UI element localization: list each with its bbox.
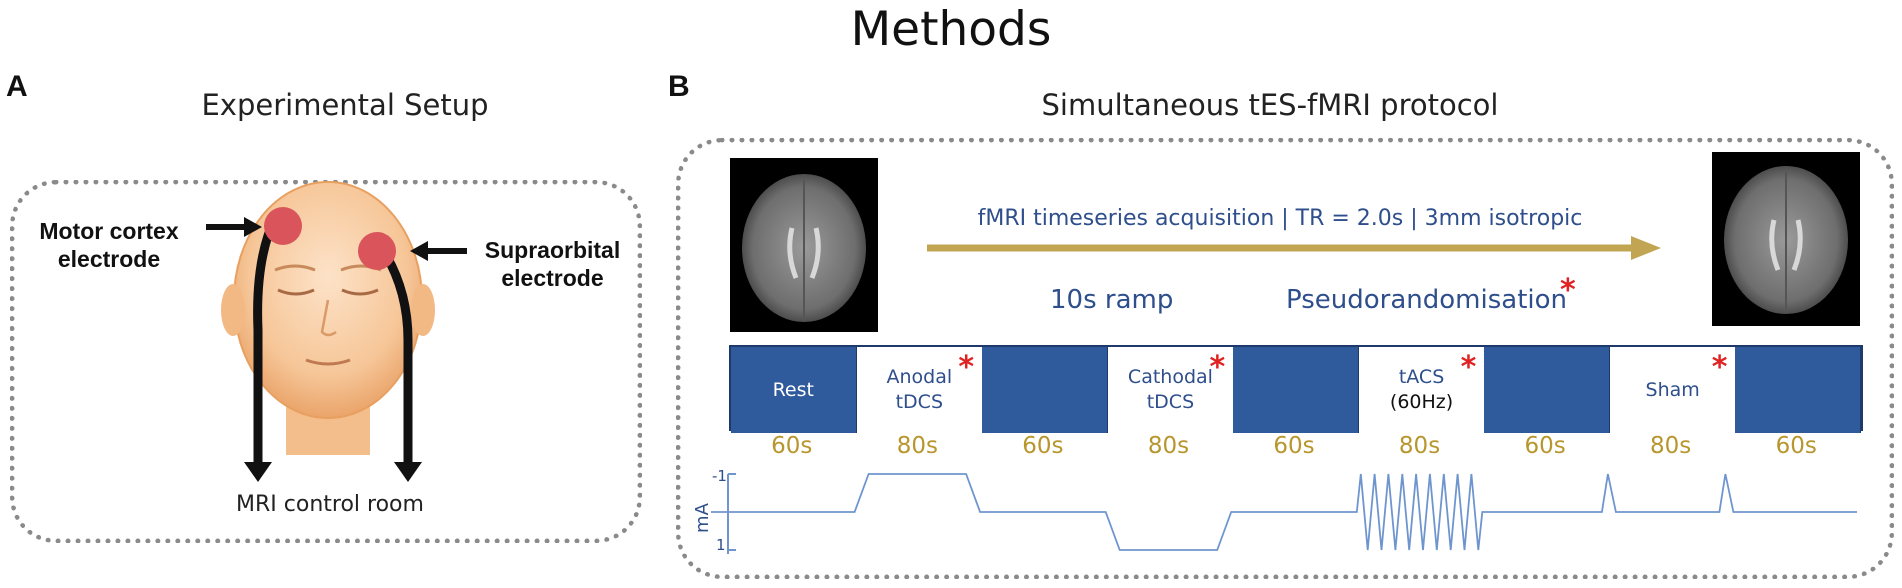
timeline-segment: Anodal tDCS * (856, 347, 983, 433)
segment-label: Anodal tDCS (886, 365, 952, 415)
arrow-left-icon (410, 241, 428, 261)
panel-b-letter: B (668, 70, 690, 103)
timeline-segment (982, 347, 1108, 433)
segment-label-line1: Anodal (886, 366, 953, 388)
segment-label: tACS (60Hz) (1390, 365, 1453, 415)
motor-cortex-electrode (264, 207, 302, 245)
right-ear (411, 284, 435, 336)
left-eye (277, 288, 315, 296)
motor-cortex-label: Motor cortex electrode (39, 218, 179, 272)
arrow-right-icon (244, 217, 262, 237)
ma-axis-label: mA (692, 502, 713, 533)
head-illustration (206, 181, 467, 482)
timeline-segment: tACS (60Hz) * (1358, 347, 1485, 433)
panel-b-title: Simultaneous tES-fMRI protocol (1041, 88, 1499, 122)
mouth (305, 358, 351, 366)
tick-top: -1 (712, 467, 727, 485)
segment-duration: 80s (1398, 433, 1441, 459)
segment-duration: 60s (1022, 433, 1064, 459)
timeline-segment (1735, 347, 1861, 433)
segment-duration: 60s (1273, 433, 1315, 459)
segment-label: Sham (1646, 378, 1700, 403)
panel-a-title: Experimental Setup (201, 88, 489, 122)
supraorbital-label: Supraorbital electrode (484, 237, 621, 291)
brain-image-right (1712, 152, 1860, 326)
timeline-segment: Sham * (1609, 347, 1736, 433)
timeline-segment (1484, 347, 1610, 433)
waveform-line (711, 473, 1857, 551)
segment-star: * (1209, 350, 1226, 385)
supraorbital-electrode (358, 232, 396, 270)
segment-label-line2: tDCS (1146, 391, 1195, 413)
segment-duration: 60s (771, 433, 813, 459)
segment-star: * (1460, 350, 1477, 385)
timeline-segment: Cathodal tDCS * (1107, 347, 1234, 433)
segment-label-line1: Cathodal (1127, 366, 1213, 388)
left-ear (221, 284, 245, 336)
segment-duration: 80s (1650, 433, 1692, 459)
segment-star: * (1711, 350, 1728, 385)
current-waveform: mA -1 1 (692, 467, 1857, 554)
brain-image-left (730, 158, 878, 332)
segment-duration: 60s (1775, 433, 1817, 459)
segment-label-line2: tDCS (895, 391, 944, 413)
tick-bottom: 1 (716, 536, 726, 554)
segment-label-line2: (60Hz) (1389, 391, 1454, 413)
pseudo-star: * (1560, 273, 1576, 308)
right-eye (341, 288, 379, 296)
segment-duration: 60s (1524, 433, 1566, 459)
segment-label-line1: tACS (1398, 366, 1445, 388)
nose (320, 299, 337, 337)
protocol-box (676, 138, 1894, 579)
pseudorandomisation-label: Pseudorandomisation (1286, 285, 1567, 315)
segment-label: Cathodal tDCS (1128, 365, 1213, 415)
timeline-segment (1233, 347, 1359, 433)
acquisition-arrow (927, 236, 1661, 260)
segment-duration: 80s (896, 433, 938, 459)
panel-a-letter: A (6, 70, 28, 103)
arrow-down-icon (394, 462, 422, 482)
timeline-segment: Rest (731, 347, 857, 433)
mri-room-label: MRI control room (236, 492, 424, 517)
arrow-down-icon (244, 462, 272, 482)
segment-duration: 80s (1147, 433, 1190, 459)
segment-label: Rest (773, 378, 814, 403)
ramp-label: 10s ramp (1050, 285, 1174, 315)
page-title: Methods (850, 2, 1052, 57)
segment-label-line1: Sham (1645, 378, 1700, 401)
segment-label-line1: Rest (772, 378, 814, 401)
segment-star: * (958, 350, 975, 385)
acquisition-label: fMRI timeseries acquisition | TR = 2.0s … (977, 206, 1583, 231)
